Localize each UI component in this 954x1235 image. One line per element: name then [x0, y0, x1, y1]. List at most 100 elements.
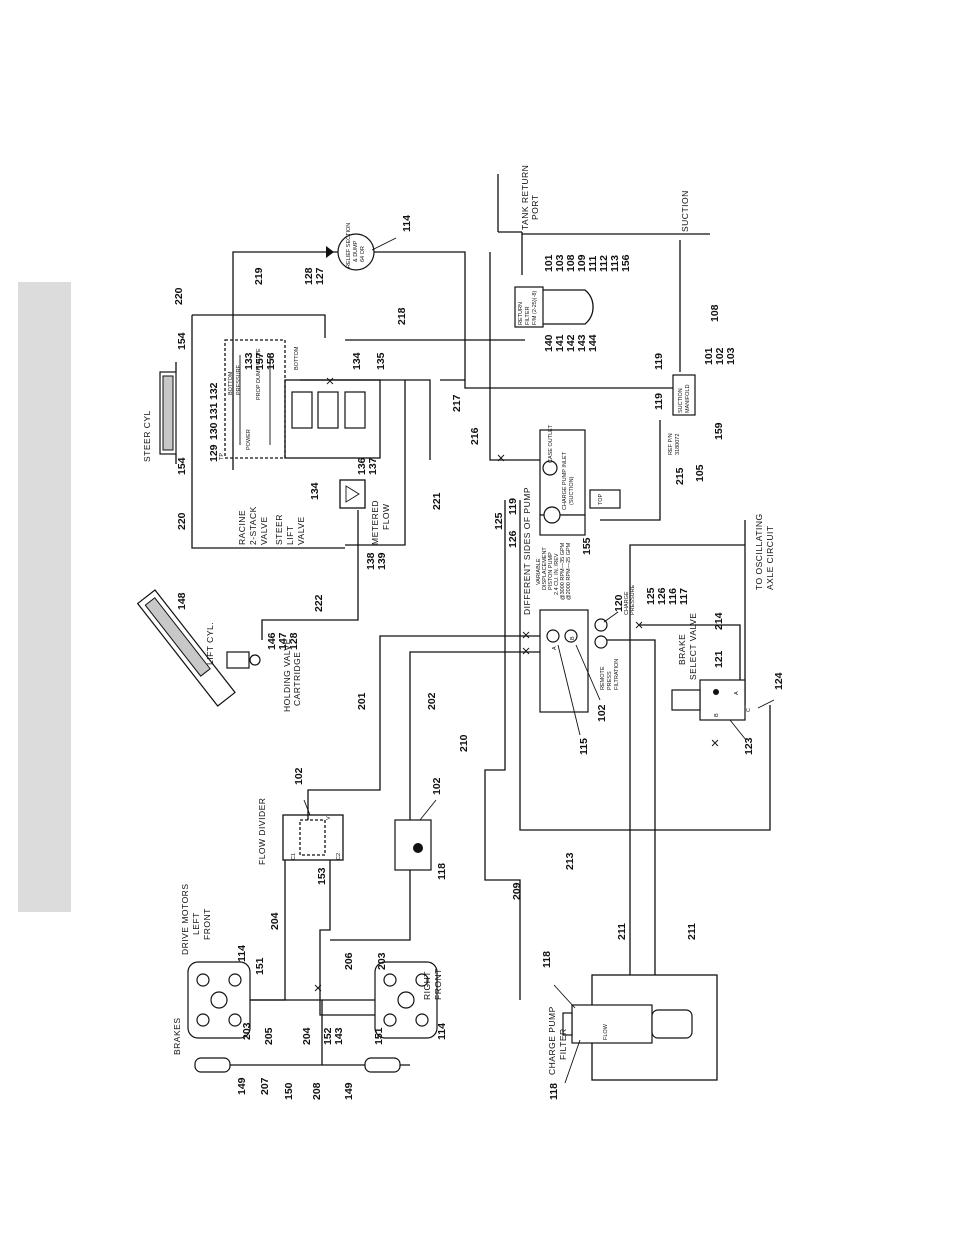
v-label: V	[326, 816, 332, 820]
charge-inlet-label-1: CHARGE PUMP INLET	[562, 451, 568, 510]
return-filter-label-2: FILTER	[525, 306, 531, 325]
callout: 102	[714, 347, 726, 365]
callout: 114	[236, 945, 248, 962]
remote-label-3: FILTRATION	[614, 659, 620, 690]
callout: 124	[773, 672, 785, 690]
pump-label-5: 2.4 CU. IN. /REV	[554, 553, 560, 595]
brake-port-b: B	[714, 713, 720, 717]
callout: 155	[581, 537, 593, 555]
bottom-label-b: BOTTOM	[294, 346, 300, 370]
drive-motors-label: DRIVE MOTORS	[180, 884, 190, 956]
callout: 136	[356, 457, 368, 475]
callout: 208	[311, 1082, 323, 1100]
lift-cylinder	[136, 589, 236, 707]
callout: 149	[343, 1082, 355, 1100]
callout: 117	[678, 588, 690, 605]
callout: 115	[578, 738, 590, 755]
callout: 120	[613, 594, 625, 612]
callout-numbers: 114 128 127 219 220 154 154 129 130 131 …	[173, 215, 785, 1100]
callout: 222	[313, 594, 325, 612]
callout: 103	[725, 347, 737, 365]
c1-label: C1	[291, 853, 297, 860]
callout: 128	[303, 267, 315, 285]
bottom-label-a: BOTTOM	[228, 371, 234, 395]
pump-label-3: DISPLACEMENT	[542, 547, 548, 590]
callout: 113	[609, 255, 621, 272]
callout: 216	[469, 427, 481, 445]
racine-label-3: VALVE	[259, 516, 269, 545]
ref-pn-label-1: REF P/N	[668, 433, 674, 455]
callout: 126	[507, 530, 519, 548]
piston-pump	[539, 429, 621, 713]
callout: 141	[554, 334, 566, 352]
callout: 206	[343, 952, 355, 970]
callout: 114	[436, 1023, 448, 1040]
pump-label-2: VARIABLE	[536, 558, 542, 585]
charge-pressure-label-2: PRESSURE	[630, 584, 636, 615]
callout: 201	[356, 692, 368, 710]
callout: 221	[431, 492, 443, 510]
pump-label-7: @2000 RPM—25 GPM	[566, 542, 572, 600]
right-label: RIGHT	[422, 971, 432, 1000]
relief-section	[326, 233, 375, 271]
callout: 150	[283, 1082, 295, 1100]
relief-label-3: 64 OR	[360, 246, 366, 262]
callout: 215	[674, 467, 686, 485]
oscillating-label-2: AXLE CIRCUIT	[765, 525, 775, 590]
charge-pump-filter	[562, 1004, 693, 1044]
callout: 211	[616, 923, 628, 940]
callout: 125	[493, 512, 505, 530]
remote-label-1: REMOTE	[600, 666, 606, 690]
callout: 154	[176, 332, 188, 350]
callout: 204	[269, 912, 281, 930]
callout: 102	[293, 767, 305, 785]
callout: 118	[436, 863, 448, 880]
drive-motor-left	[187, 961, 251, 1039]
callout: 114	[401, 215, 413, 232]
callout: 102	[431, 777, 443, 795]
drive-motor-right	[374, 961, 438, 1039]
charge-pump-label-2: FILTER	[558, 1028, 568, 1060]
callout: 102	[596, 704, 608, 722]
suction-manifold-label-1: SUCTION	[678, 388, 684, 413]
steer-cylinder	[159, 362, 177, 464]
callout: 159	[713, 422, 725, 440]
callout: 127	[314, 267, 326, 285]
callout: 105	[694, 464, 706, 482]
suction-label: SUCTION	[680, 190, 690, 232]
left-label: LEFT	[191, 912, 201, 935]
callout: 151	[254, 957, 266, 975]
brake-label-1: BRAKE	[677, 634, 687, 665]
racine-valve	[224, 339, 381, 509]
pump-label-1: DIFFERENT SIDES OF PUMP	[522, 487, 532, 615]
callout: 128	[288, 632, 300, 650]
callout: 209	[511, 882, 523, 900]
callout: 211	[686, 923, 698, 940]
racine-label-1: RACINE	[237, 510, 247, 545]
callout: 116	[667, 588, 679, 605]
case-outlet-label: CASE OUTLET	[548, 424, 554, 463]
callout: 109	[576, 254, 588, 272]
relief-label-2: & DUMP	[353, 240, 359, 262]
callout: 142	[565, 334, 577, 352]
return-filter-label-3: F/M (2-25)(-8)	[532, 291, 538, 325]
top-label: TOP	[598, 493, 604, 505]
c2-label: C2	[336, 853, 342, 860]
callout: 156	[620, 254, 632, 272]
callout: 119	[653, 393, 665, 410]
callout: 140	[543, 334, 555, 352]
holding-valve	[226, 651, 261, 669]
callout: 207	[259, 1077, 271, 1095]
callout: 217	[451, 394, 463, 412]
relief-label-1: RELIEF SECTION	[346, 223, 352, 268]
brake-port-c: C	[746, 708, 752, 712]
callout: 157	[254, 352, 266, 370]
cartridge-label: CARTRIDGE	[292, 652, 302, 706]
suction-manifold	[672, 374, 696, 416]
prop-dump-label: PROP DUMP VALVE	[256, 348, 262, 400]
callout: 139	[376, 552, 388, 570]
callout: 132	[208, 382, 220, 400]
holding-valve-label: HOLDING VALVE	[282, 638, 292, 712]
